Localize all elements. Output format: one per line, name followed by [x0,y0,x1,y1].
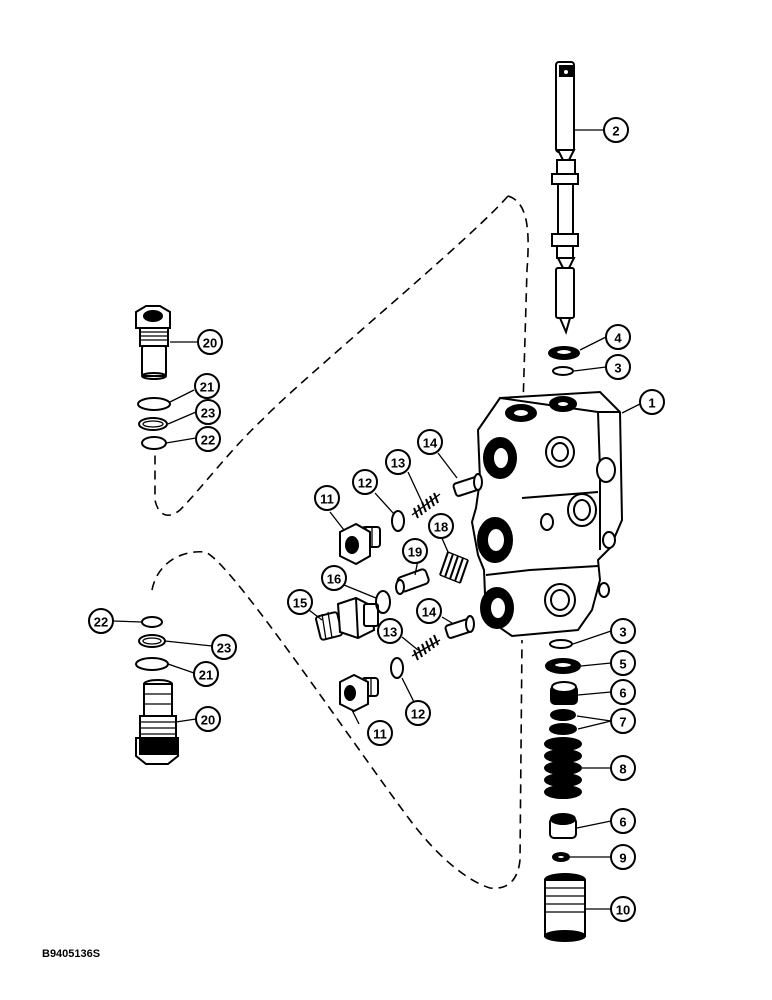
callout-4: 4 [605,324,631,350]
o-ring-part-21-lower [135,657,169,671]
callout-5: 5 [610,650,636,676]
plug-part-11-upper [339,522,381,566]
callout-1: 1 [639,389,665,415]
check-valve-part-19 [395,568,430,595]
end-cap-part-10 [544,873,586,942]
svg-text:1: 1 [648,396,655,411]
svg-text:6: 6 [619,815,626,830]
svg-text:20: 20 [201,713,215,728]
callout-13-lower: 13 [377,618,403,644]
svg-text:21: 21 [199,668,213,683]
svg-text:4: 4 [614,331,622,346]
callout-14-lower: 14 [416,598,442,624]
figure-id-label: B9405136S [42,948,101,960]
svg-text:14: 14 [422,605,437,620]
spring-part-13-upper [411,492,441,519]
svg-text:12: 12 [358,476,372,491]
callout-9: 9 [610,844,636,870]
callout-21-lower: 21 [193,661,219,687]
svg-text:14: 14 [423,436,438,451]
svg-text:2: 2 [612,124,619,139]
svg-text:13: 13 [391,456,405,471]
svg-text:19: 19 [408,545,422,560]
svg-text:10: 10 [616,903,630,918]
callout-23-lower: 23 [211,634,237,660]
callout-23-upper: 23 [195,399,221,425]
callout-6-lower: 6 [610,808,636,834]
o-ring-part-12-lower [390,657,404,679]
callout-7: 7 [610,708,636,734]
svg-text:13: 13 [383,625,397,640]
callout-14-upper: 14 [417,429,443,455]
backup-ring-part-23-upper [138,417,168,431]
callout-2: 2 [603,117,629,143]
callout-12-upper: 12 [352,469,378,495]
callout-10: 10 [610,896,636,922]
svg-text:16: 16 [327,572,341,587]
svg-text:6: 6 [619,686,626,701]
valve-body-part-1 [470,390,624,638]
svg-text:15: 15 [293,596,307,611]
dashed-assembly-line-upper [154,195,529,516]
callout-21-upper: 21 [194,373,220,399]
o-ring-part-12-upper [391,510,405,532]
svg-text:21: 21 [200,380,214,395]
o-ring-part-16 [375,590,391,614]
callout-12-lower: 12 [405,700,431,726]
callout-18: 18 [428,513,454,539]
washer-part-7-a [550,709,576,721]
callout-19: 19 [402,538,428,564]
o-ring-part-3-bottom [549,639,573,649]
callout-13-upper: 13 [385,449,411,475]
spring-part-8 [544,737,582,799]
svg-text:11: 11 [320,492,334,507]
o-ring-part-3-top [552,366,574,376]
svg-text:8: 8 [619,762,626,777]
svg-text:5: 5 [619,657,626,672]
svg-text:3: 3 [619,625,626,640]
callout-22-lower: 22 [88,608,114,634]
svg-text:9: 9 [619,851,626,866]
svg-text:22: 22 [201,433,215,448]
callout-16: 16 [321,565,347,591]
leader-lines [112,129,641,910]
spring-seat-part-6-lower [549,813,577,839]
poppet-part-14-upper [452,473,483,497]
fitting-part-15 [315,596,379,641]
washer-part-7-b [549,723,577,735]
callout-11-upper: 11 [314,485,340,511]
svg-text:18: 18 [434,520,448,535]
relief-valve-part-20-upper [135,305,171,380]
svg-text:7: 7 [619,715,626,730]
svg-text:23: 23 [201,406,215,421]
callout-22-upper: 22 [195,426,221,452]
callout-3-bottom: 3 [610,618,636,644]
svg-text:3: 3 [614,361,621,376]
callout-8: 8 [610,755,636,781]
callout-6-upper: 6 [610,679,636,705]
callout-11-lower: 11 [367,720,393,746]
svg-text:11: 11 [373,727,387,742]
o-ring-part-22-lower [141,616,163,628]
relief-valve-part-20-lower [135,679,179,765]
o-ring-part-21-upper [137,397,171,411]
svg-text:23: 23 [217,641,231,656]
spring-seat-part-6-upper [550,681,578,705]
callout-15: 15 [287,589,313,615]
svg-text:12: 12 [411,707,425,722]
spool-part-2 [551,61,579,335]
callout-3-top: 3 [605,354,631,380]
o-ring-part-22-upper [141,436,167,450]
spring-part-18 [439,551,469,584]
callout-20-upper: 20 [197,329,223,355]
dashed-assembly-line-lower [151,550,523,889]
poppet-part-14-lower [444,615,475,639]
svg-text:22: 22 [94,615,108,630]
callout-20-lower: 20 [195,706,221,732]
spring-part-13-lower [411,634,441,661]
plug-part-11-lower [339,673,379,713]
svg-text:20: 20 [203,336,217,351]
